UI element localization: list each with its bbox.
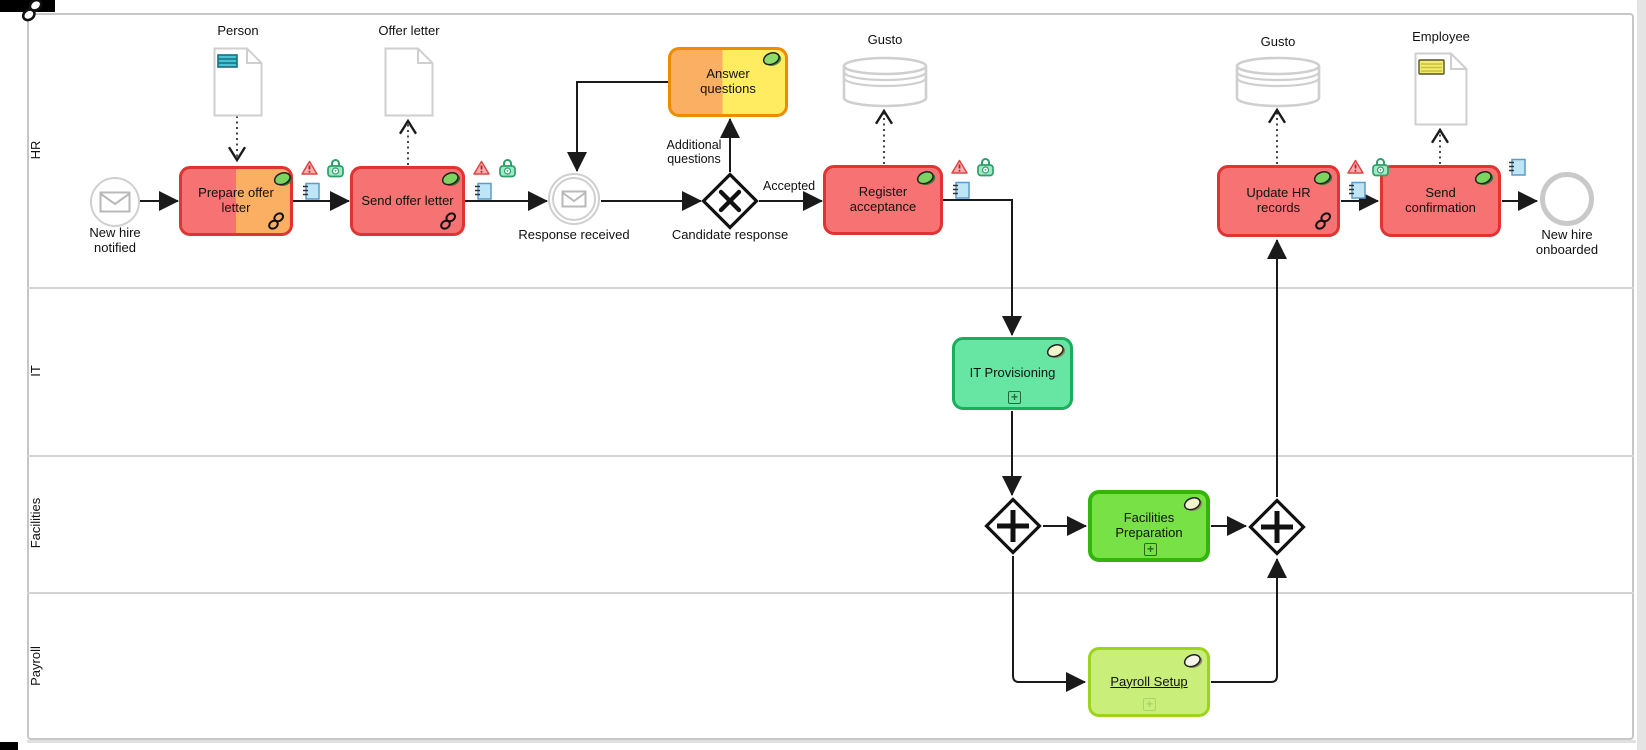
warning-icon: [951, 159, 968, 174]
gateway-parallel-join[interactable]: [1248, 498, 1306, 556]
pool-onboarding[interactable]: [27, 13, 1634, 740]
canvas-right-margin: [1637, 0, 1646, 750]
warning-icon: [1347, 159, 1364, 174]
disc-marker-icon: [1313, 171, 1333, 185]
lane-divider: [27, 287, 1634, 289]
start-event-new-hire[interactable]: [90, 177, 140, 227]
disc-marker-icon: [273, 172, 293, 186]
xor-marker-icon: [718, 189, 742, 213]
response-event-label: Response received: [518, 227, 630, 242]
envelope-icon: [561, 190, 587, 208]
task-label: Update HR records: [1246, 185, 1311, 215]
data-store-label: Gusto: [867, 32, 903, 47]
task-payroll-setup[interactable]: Payroll Setup +: [1088, 647, 1210, 717]
disc-marker-icon: [916, 171, 936, 185]
task-label: Register acceptance: [849, 184, 917, 214]
task-label: Send offer letter: [361, 192, 454, 208]
script-icon: [953, 181, 970, 199]
data-object-label-offer-letter: Offer letter: [378, 23, 440, 38]
chain-link-icon: [268, 212, 285, 230]
task-prepare-offer-letter[interactable]: Prepare offer letter: [179, 166, 293, 236]
warning-icon: [301, 160, 318, 175]
data-object-label-employee: Employee: [1412, 29, 1470, 44]
task-label: Answer questions: [700, 66, 756, 96]
script-icon: [303, 182, 320, 200]
flow-label-additional-questions: Additional questions: [666, 138, 722, 166]
data-object-person[interactable]: [213, 47, 263, 117]
end-event-onboarded[interactable]: [1540, 172, 1594, 226]
disc-marker-icon: [1183, 497, 1203, 511]
lane-divider: [27, 455, 1634, 457]
data-store-gusto-update[interactable]: [1235, 56, 1321, 108]
flow-payroll-to-join[interactable]: [1211, 558, 1287, 683]
intermediate-event-response-received[interactable]: [548, 173, 600, 225]
window-fragment-bottom: [0, 742, 18, 750]
task-register-acceptance[interactable]: Register acceptance: [823, 165, 943, 235]
task-label: Prepare offer letter: [198, 185, 274, 215]
end-event-label: New hire onboarded: [1535, 227, 1599, 257]
event-inner-ring: [552, 177, 596, 221]
lock-icon: [499, 159, 516, 178]
flow-answer-to-response[interactable]: [567, 81, 668, 172]
data-object-label-person: Person: [217, 23, 259, 38]
task-label: IT Provisioning: [969, 365, 1056, 381]
data-store-label: Gusto: [1260, 34, 1296, 49]
note-icon: [1418, 59, 1445, 75]
warning-icon: [473, 160, 490, 175]
start-event-label: New hire notified: [89, 225, 141, 255]
task-label: Payroll Setup: [1110, 673, 1188, 689]
flow-split-to-payroll[interactable]: [1012, 556, 1086, 692]
gateway-candidate-response[interactable]: [701, 172, 759, 230]
script-icon: [475, 182, 492, 200]
parallel-marker-icon: [1261, 511, 1293, 543]
subprocess-marker-icon: +: [1008, 391, 1021, 404]
gateway-parallel-split[interactable]: [984, 497, 1042, 555]
data-store-gusto-register[interactable]: [842, 56, 928, 108]
lock-icon: [977, 158, 994, 177]
script-icon: [1509, 158, 1526, 176]
lock-icon: [327, 159, 344, 178]
table-icon: [217, 54, 238, 68]
link-icon: [21, 0, 43, 22]
data-object-employee[interactable]: [1414, 52, 1468, 126]
disc-marker-icon: [762, 52, 782, 66]
subprocess-marker-icon: +: [1144, 543, 1157, 556]
task-label: Send confirmation: [1405, 185, 1476, 215]
subprocess-marker-icon: +: [1143, 698, 1156, 711]
task-label: Facilities Preparation: [1115, 510, 1183, 540]
lane-divider: [27, 592, 1634, 594]
envelope-icon: [99, 191, 131, 213]
chain-link-icon: [1315, 212, 1332, 230]
chain-link-icon: [440, 212, 457, 230]
flow-label-accepted: Accepted: [763, 179, 816, 193]
data-object-offer-letter[interactable]: [384, 47, 434, 117]
parallel-marker-icon: [997, 510, 1029, 542]
flow-register-to-it[interactable]: [943, 199, 1022, 336]
disc-marker-icon: [1474, 171, 1494, 185]
script-icon: [1349, 181, 1366, 199]
disc-marker-icon: [441, 172, 461, 186]
gateway-label: Candidate response: [671, 227, 789, 242]
lock-icon: [1372, 158, 1389, 177]
task-it-provisioning[interactable]: IT Provisioning +: [952, 337, 1073, 410]
disc-marker-icon: [1046, 344, 1066, 358]
disc-marker-icon: [1183, 654, 1203, 668]
pool-shadow: [27, 740, 1636, 743]
